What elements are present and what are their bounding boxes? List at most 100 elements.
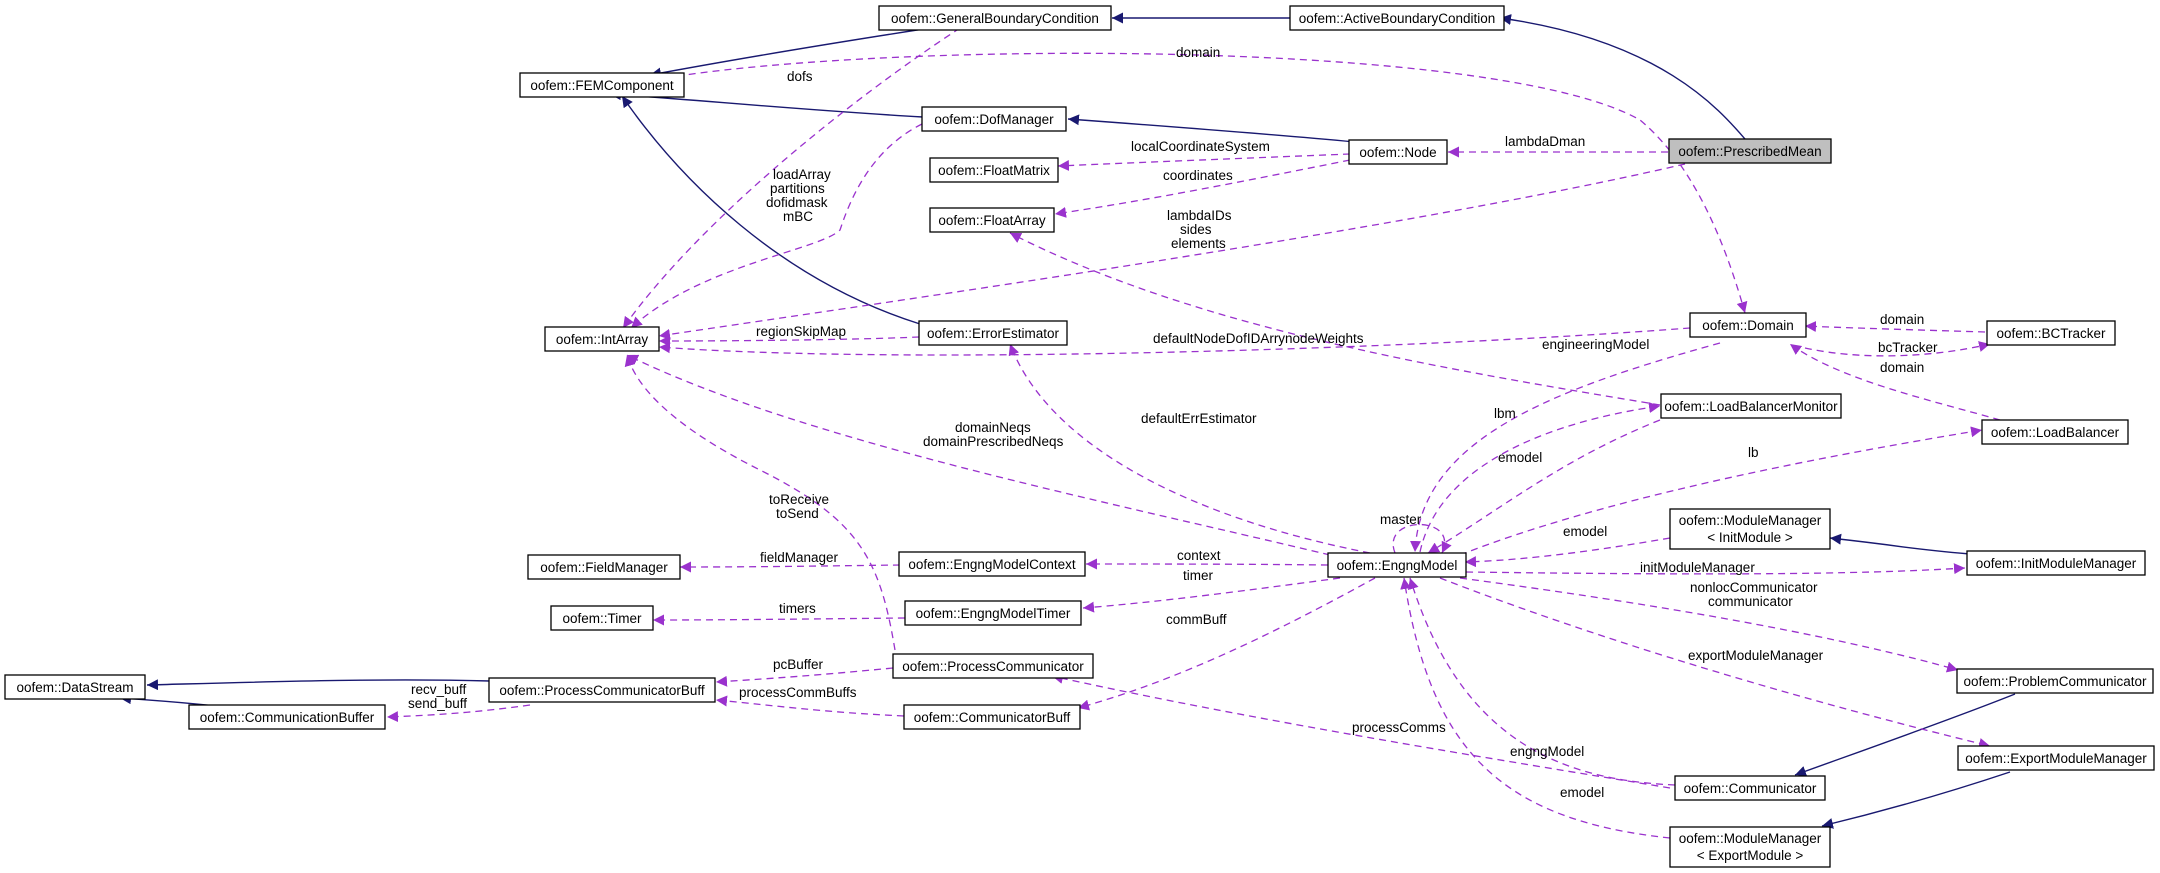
svg-text:oofem::ExportModuleManager: oofem::ExportModuleManager xyxy=(1965,751,2147,766)
label-lambda-dman: lambdaDman xyxy=(1505,134,1585,149)
label-node-weights: nodeWeights xyxy=(1285,331,1364,346)
label-sides: sides xyxy=(1180,222,1212,237)
edge-comm-buff xyxy=(1077,577,1376,711)
edge-communicator-to-problem-communicator xyxy=(1794,693,2016,777)
edge-dofs xyxy=(622,27,961,329)
edge-default-node-dof-id-arry xyxy=(658,327,1691,356)
node-process-communicator[interactable]: oofem::ProcessCommunicator xyxy=(892,653,1094,679)
node-module-manager-export[interactable]: oofem::ModuleManager < ExportModule > xyxy=(1669,826,1831,868)
node-float-matrix[interactable]: oofem::FloatMatrix xyxy=(929,157,1059,183)
node-bc-tracker[interactable]: oofem::BCTracker xyxy=(1986,320,2116,346)
label-load-array: loadArray xyxy=(773,167,831,182)
edge-emodel-lbm xyxy=(1427,419,1661,554)
label-elements: elements xyxy=(1171,236,1226,251)
node-engng-model-timer[interactable]: oofem::EngngModelTimer xyxy=(904,600,1082,626)
edge-export-module-manager xyxy=(1439,577,1991,749)
node-problem-communicator[interactable]: oofem::ProblemCommunicator xyxy=(1956,668,2154,694)
label-send-buff: send_buff xyxy=(408,696,467,711)
label-domain-bc: domain xyxy=(1880,312,1924,327)
edge-timers xyxy=(652,614,906,626)
node-communicator-buff[interactable]: oofem::CommunicatorBuff xyxy=(903,704,1081,730)
node-int-array[interactable]: oofem::IntArray xyxy=(544,326,660,352)
svg-text:oofem::FieldManager: oofem::FieldManager xyxy=(540,560,668,575)
label-domain-neqs: domainNeqs xyxy=(955,420,1031,435)
node-float-array[interactable]: oofem::FloatArray xyxy=(929,207,1055,233)
svg-text:oofem::ProcessCommunicator: oofem::ProcessCommunicator xyxy=(902,659,1084,674)
edge-general-bc-to-fem-component xyxy=(649,27,931,79)
svg-text:oofem::FloatArray: oofem::FloatArray xyxy=(938,213,1046,228)
node-error-estimator[interactable]: oofem::ErrorEstimator xyxy=(918,320,1068,346)
node-load-balancer-monitor[interactable]: oofem::LoadBalancerMonitor xyxy=(1660,393,1842,419)
edge-dof-manager-loadarray xyxy=(630,123,923,329)
edge-domain-top xyxy=(664,52,1748,314)
label-init-module-manager: initModuleManager xyxy=(1640,560,1755,575)
label-region-skip-map: regionSkipMap xyxy=(756,324,846,339)
edge-timer xyxy=(1082,577,1341,613)
label-bc-tracker: bcTracker xyxy=(1878,340,1938,355)
node-node[interactable]: oofem::Node xyxy=(1348,139,1448,165)
node-field-manager[interactable]: oofem::FieldManager xyxy=(527,554,681,580)
edge-node-weights xyxy=(1009,232,1661,406)
node-engng-model[interactable]: oofem::EngngModel xyxy=(1327,552,1467,578)
svg-text:oofem::Domain: oofem::Domain xyxy=(1702,318,1794,333)
svg-text:oofem::BCTracker: oofem::BCTracker xyxy=(1996,326,2106,341)
svg-text:oofem::ErrorEstimator: oofem::ErrorEstimator xyxy=(927,326,1060,341)
node-active-boundary-condition[interactable]: oofem::ActiveBoundaryCondition xyxy=(1289,5,1505,31)
edge-master xyxy=(1392,524,1452,554)
node-timer[interactable]: oofem::Timer xyxy=(550,605,654,631)
label-pc-buffer: pcBuffer xyxy=(773,657,824,672)
edge-error-estimator-to-fem-component xyxy=(621,95,921,325)
edge-pc-buffer xyxy=(715,667,894,687)
edge-lb xyxy=(1459,426,1983,556)
node-load-balancer[interactable]: oofem::LoadBalancer xyxy=(1981,419,2129,445)
node-communication-buffer[interactable]: oofem::CommunicationBuffer xyxy=(188,704,386,730)
edge-engineering-model xyxy=(1410,342,1721,553)
svg-text:oofem::DataStream: oofem::DataStream xyxy=(16,680,133,695)
node-domain[interactable]: oofem::Domain xyxy=(1689,312,1807,338)
label-local-coordinate-system: localCoordinateSystem xyxy=(1131,139,1270,154)
edge-prescribed-mean-to-active-bc xyxy=(1499,14,1746,140)
svg-text:oofem::CommunicatorBuff: oofem::CommunicatorBuff xyxy=(914,710,1071,725)
label-timers: timers xyxy=(779,601,816,616)
edge-module-manager-export-to-export-module-manager xyxy=(1821,771,2011,829)
edge-init-module-manager-to-module-manager xyxy=(1829,533,1971,555)
label-engineering-model: engineeringModel xyxy=(1542,337,1649,352)
label-lambda-ids: lambdaIDs xyxy=(1167,208,1232,223)
node-communicator[interactable]: oofem::Communicator xyxy=(1674,775,1826,801)
node-general-boundary-condition[interactable]: oofem::GeneralBoundaryCondition xyxy=(878,5,1112,31)
node-engng-model-context[interactable]: oofem::EngngModelContext xyxy=(898,551,1086,577)
node-prescribed-mean[interactable]: oofem::PrescribedMean xyxy=(1668,138,1832,164)
label-nonloc-communicator: nonlocCommunicator xyxy=(1690,580,1818,595)
node-export-module-manager[interactable]: oofem::ExportModuleManager xyxy=(1957,745,2155,771)
node-fem-component[interactable]: oofem::FEMComponent xyxy=(519,72,685,98)
edge-coordinates xyxy=(1054,159,1351,218)
label-dofs: dofs xyxy=(787,69,813,84)
node-data-stream[interactable]: oofem::DataStream xyxy=(4,674,146,700)
label-recv-buff: recv_buff xyxy=(411,682,467,697)
svg-text:oofem::Communicator: oofem::Communicator xyxy=(1684,781,1817,796)
edge-lbm xyxy=(1419,402,1661,553)
label-communicator: communicator xyxy=(1708,594,1793,609)
svg-text:oofem::ModuleManager: oofem::ModuleManager xyxy=(1679,831,1822,846)
edge-context xyxy=(1085,558,1329,570)
label-emodel-export: emodel xyxy=(1560,785,1604,800)
node-init-module-manager[interactable]: oofem::InitModuleManager xyxy=(1966,550,2146,576)
node-process-communicator-buff[interactable]: oofem::ProcessCommunicatorBuff xyxy=(488,677,716,703)
label-process-comm-buffs: processCommBuffs xyxy=(739,685,857,700)
edge-engng-model-communicator xyxy=(1407,577,1676,786)
edge-emodel-mm xyxy=(1464,537,1671,568)
svg-text:< InitModule >: < InitModule > xyxy=(1707,530,1793,545)
svg-text:oofem::FloatMatrix: oofem::FloatMatrix xyxy=(938,163,1050,178)
edge-prescribed-mean-lambda-ids xyxy=(658,163,1686,340)
edge-domain-lb xyxy=(1789,343,2001,421)
label-to-receive: toReceive xyxy=(769,492,829,507)
label-to-send: toSend xyxy=(776,506,819,521)
label-field-manager: fieldManager xyxy=(760,550,839,565)
svg-text:oofem::ActiveBoundaryCondition: oofem::ActiveBoundaryCondition xyxy=(1299,11,1496,26)
node-dof-manager[interactable]: oofem::DofManager xyxy=(921,106,1067,132)
edge-process-communicator-buff-to-data-stream xyxy=(146,679,491,691)
label-emodel-mm: emodel xyxy=(1563,524,1607,539)
svg-text:oofem::EngngModelContext: oofem::EngngModelContext xyxy=(908,557,1076,572)
node-module-manager-init[interactable]: oofem::ModuleManager < InitModule > xyxy=(1669,508,1831,550)
